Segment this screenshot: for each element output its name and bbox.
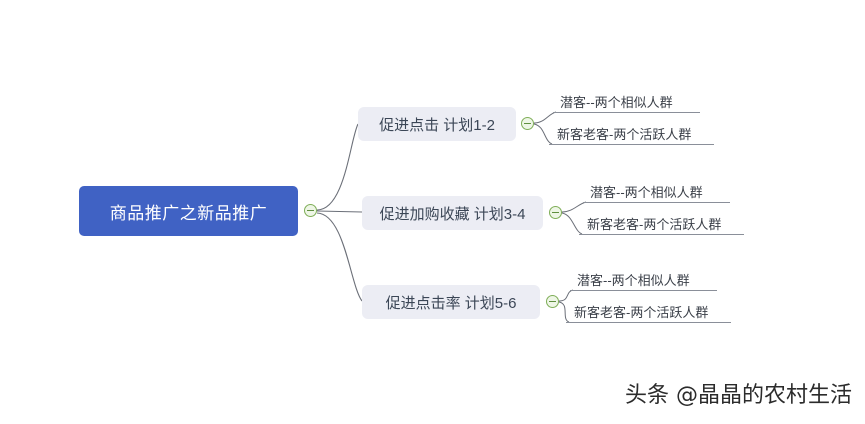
collapse-toggle-branch-0[interactable] bbox=[521, 117, 534, 130]
edge-root-branch-2 bbox=[316, 212, 363, 302]
root-node-label: 商品推广之新品推广 bbox=[109, 203, 268, 223]
collapse-toggle-root[interactable] bbox=[304, 204, 317, 217]
branch-node-promote-cart-favorite[interactable]: 促进加购收藏 计划3-4 bbox=[362, 196, 543, 230]
watermark-text: 头条 @晶晶的农村生活 bbox=[625, 383, 852, 408]
edge-root-branch-0 bbox=[316, 123, 359, 211]
leaf-underline bbox=[566, 322, 731, 323]
leaf-node-label: 新客老客-两个活跃人群 bbox=[557, 127, 692, 142]
leaf-node-label: 潜客--两个相似人群 bbox=[590, 185, 703, 200]
branch-node-promote-ctr[interactable]: 促进点击率 计划5-6 bbox=[362, 285, 540, 319]
leaf-node-label: 新客老客-两个活跃人群 bbox=[574, 305, 709, 320]
leaf-node[interactable]: 潜客--两个相似人群 bbox=[556, 90, 675, 112]
leaf-node[interactable]: 新客老客-两个活跃人群 bbox=[570, 300, 710, 322]
leaf-node[interactable]: 新客老客-两个活跃人群 bbox=[583, 212, 723, 234]
leaf-underline bbox=[583, 202, 730, 203]
leaf-underline bbox=[553, 112, 700, 113]
branch-node-promote-click[interactable]: 促进点击 计划1-2 bbox=[358, 107, 516, 141]
leaf-underline bbox=[570, 290, 717, 291]
leaf-node[interactable]: 潜客--两个相似人群 bbox=[573, 268, 692, 290]
root-node[interactable]: 商品推广之新品推广 bbox=[79, 186, 298, 236]
branch-node-label: 促进点击率 计划5-6 bbox=[385, 294, 517, 312]
edge-branch-2-leaf-1 bbox=[558, 301, 570, 323]
edge-branch-1-leaf-0 bbox=[561, 201, 587, 213]
leaf-node-label: 潜客--两个相似人群 bbox=[560, 95, 673, 110]
branch-node-label: 促进点击 计划1-2 bbox=[379, 116, 495, 134]
edge-branch-0-leaf-1 bbox=[533, 123, 553, 145]
leaf-node-label: 新客老客-两个活跃人群 bbox=[587, 217, 722, 232]
leaf-node[interactable]: 潜客--两个相似人群 bbox=[586, 180, 705, 202]
leaf-underline bbox=[549, 144, 714, 145]
leaf-node-label: 潜客--两个相似人群 bbox=[577, 273, 690, 288]
collapse-toggle-branch-2[interactable] bbox=[546, 295, 559, 308]
leaf-node[interactable]: 新客老客-两个活跃人群 bbox=[553, 122, 693, 144]
branch-node-label: 促进加购收藏 计划3-4 bbox=[379, 205, 526, 223]
leaf-underline bbox=[579, 234, 744, 235]
edge-root-branch-1 bbox=[316, 210, 363, 213]
collapse-toggle-branch-1[interactable] bbox=[549, 206, 562, 219]
edge-branch-1-leaf-1 bbox=[561, 212, 583, 235]
